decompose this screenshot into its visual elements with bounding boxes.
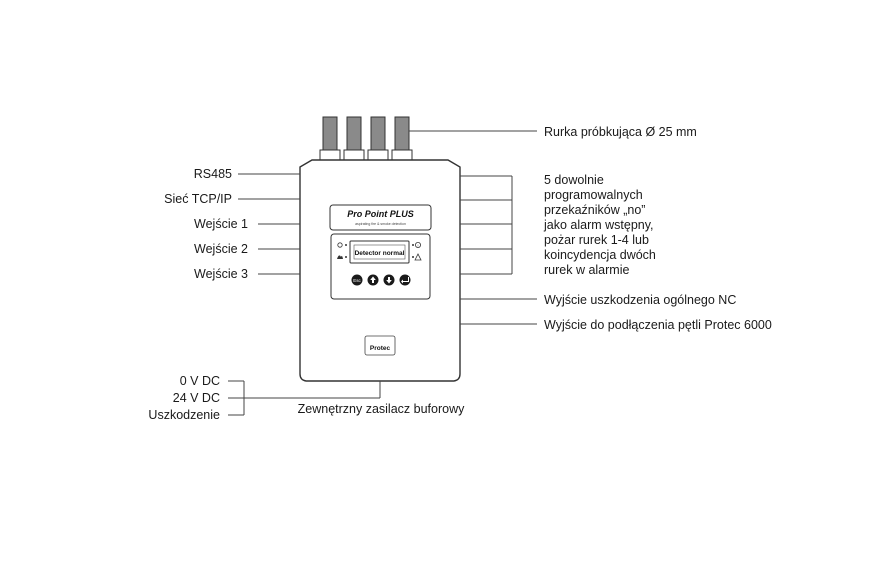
brand-plate: Pro Point PLUS aspirating fire & smoke d… bbox=[329, 204, 432, 231]
fire-icon bbox=[337, 255, 343, 259]
esc-label: Esc bbox=[353, 278, 361, 283]
label-rs485: RS485 bbox=[194, 167, 232, 181]
relay-line-2: programowalnych bbox=[544, 188, 643, 202]
label-input-2: Wejście 2 bbox=[194, 242, 248, 256]
label-fault: Uszkodzenie bbox=[148, 408, 220, 422]
sampling-pipes bbox=[319, 116, 413, 161]
relay-line-6: koincydencja dwóch bbox=[544, 248, 656, 262]
relay-line-5: pożar rurek 1-4 lub bbox=[544, 233, 649, 247]
svg-text:!: ! bbox=[418, 244, 419, 248]
left-leader-lines bbox=[238, 173, 300, 275]
label-fault-output: Wyjście uszkodzenia ogólnego NC bbox=[544, 293, 736, 307]
label-loop-output: Wyjście do podłączenia pętli Protec 6000 bbox=[544, 318, 772, 332]
keypad: Esc bbox=[351, 274, 411, 286]
relay-leader-lines bbox=[460, 175, 513, 275]
relay-line-3: przekaźników „no” bbox=[544, 203, 645, 217]
relay-line-1: 5 dowolnie bbox=[544, 173, 604, 187]
label-tcpip: Sieć TCP/IP bbox=[164, 192, 232, 206]
brand-subtitle: aspirating fire & smoke detection bbox=[355, 222, 406, 226]
front-panel: Detector normal ! bbox=[330, 233, 431, 300]
label-input-1: Wejście 1 bbox=[194, 217, 248, 231]
down-button[interactable] bbox=[383, 274, 395, 286]
power-led-icon bbox=[337, 242, 343, 248]
label-sampling-pipe: Rurka próbkująca Ø 25 mm bbox=[544, 125, 697, 139]
fault-led-icon bbox=[414, 241, 421, 248]
enter-button[interactable] bbox=[399, 274, 411, 286]
up-arrow-icon bbox=[370, 276, 376, 283]
warning-icon bbox=[414, 253, 422, 261]
lcd-text: Detector normal bbox=[355, 250, 405, 257]
power-labels: 0 V DC 24 V DC Uszkodzenie bbox=[148, 374, 220, 422]
label-relays: 5 dowolnie programowalnych przekaźników … bbox=[543, 173, 659, 277]
relay-line-4: jako alarm wstępny, bbox=[543, 218, 654, 232]
relay-line-7: rurek w alarmie bbox=[544, 263, 629, 277]
enter-icon bbox=[401, 277, 409, 284]
up-button[interactable] bbox=[367, 274, 379, 286]
power-leader-lines bbox=[228, 380, 381, 416]
esc-button[interactable]: Esc bbox=[351, 274, 363, 286]
label-input-3: Wejście 3 bbox=[194, 267, 248, 281]
label-0vdc: 0 V DC bbox=[180, 374, 220, 388]
left-labels: RS485 Sieć TCP/IP Wejście 1 Wejście 2 We… bbox=[164, 167, 248, 281]
label-psu: Zewnętrzny zasilacz buforowy bbox=[298, 402, 465, 416]
brand-title: Pro Point PLUS bbox=[347, 209, 414, 219]
protec-logo: Protec bbox=[364, 335, 396, 356]
logo-text: Protec bbox=[370, 345, 391, 352]
down-arrow-icon bbox=[386, 277, 392, 284]
label-24vdc: 24 V DC bbox=[173, 391, 220, 405]
